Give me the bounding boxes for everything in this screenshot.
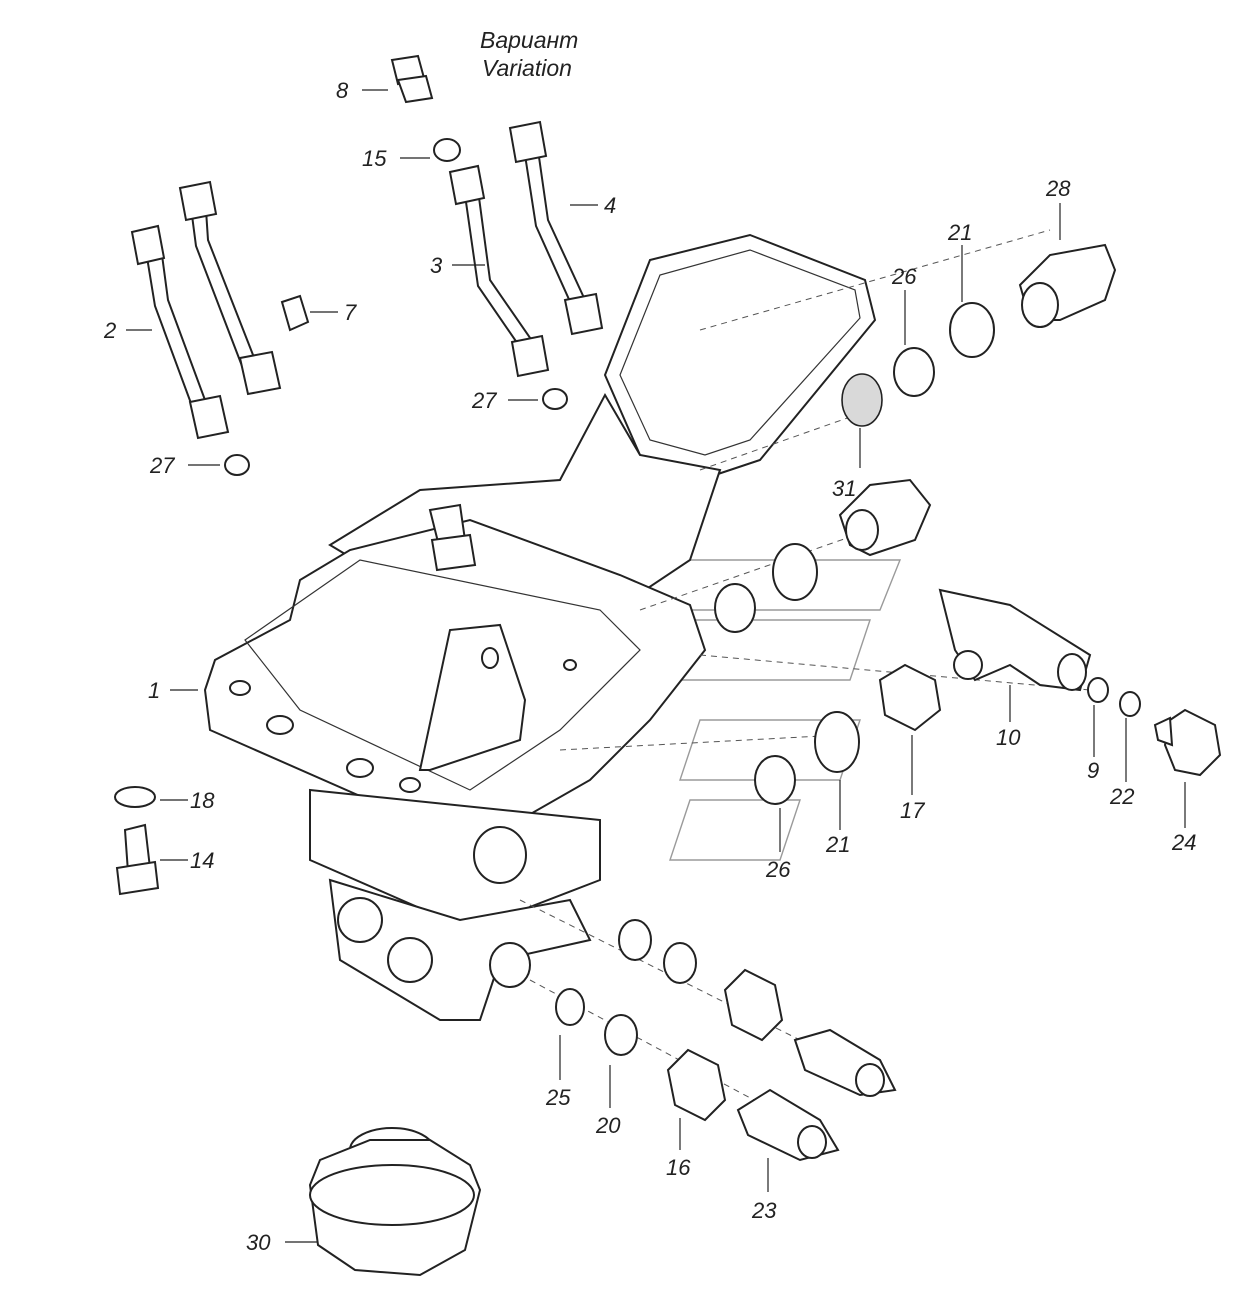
callout-14: 14 [190,848,214,873]
callout-28: 28 [1045,176,1071,201]
callout-20: 20 [595,1113,621,1138]
part-26-washer-a [893,347,935,397]
part-21-washer-b [814,711,860,773]
callout-17: 17 [900,798,925,823]
callout-16: 16 [666,1155,691,1180]
callout-18: 18 [190,788,215,813]
part-2-pipes [130,180,282,440]
callout-22: 22 [1109,784,1134,809]
callout-4: 4 [604,193,616,218]
part-26-washer-b [754,755,796,805]
nut-low [723,968,784,1042]
part-15-nut [433,138,461,162]
variant-label-en: Variation [482,55,572,81]
part-17-nut [878,663,942,732]
part-28-fitting [1018,243,1117,328]
callout-23: 23 [751,1198,777,1223]
callout-27-left: 27 [149,453,175,478]
washer-mid-a [772,543,818,601]
callout-27-right: 27 [471,388,497,413]
part-21-washer-a [949,302,995,358]
part-18-washer [114,786,156,808]
callout-15: 15 [362,146,387,171]
callout-2: 2 [103,318,116,343]
part-9-washer [1087,677,1109,703]
callout-25: 25 [545,1085,571,1110]
part-10-tee [938,588,1092,692]
part-30-silencer [308,1127,482,1277]
callout-24: 24 [1171,830,1196,855]
part-23-fitting-a [793,1028,897,1097]
callout-30: 30 [246,1230,271,1255]
part-27-washer-a [224,454,250,476]
callout-7: 7 [344,300,357,325]
part-24-plug [1153,708,1222,777]
part-27-washer-b [542,388,568,410]
callout-1: 1 [148,678,160,703]
part-31-filter [841,373,883,427]
part-1-pedal-housing [203,233,877,1021]
callout-31: 31 [832,476,856,501]
callout-3: 3 [430,253,443,278]
part-7-bushing [280,294,310,332]
callout-labels: 1 2 3 4 7 8 9 10 14 15 16 17 18 20 21 21… [103,78,1196,1255]
part-23-fitting-b [736,1088,840,1162]
leader-lines [126,89,1186,1243]
part-22-washer [1119,691,1141,717]
variant-label-ru: Вариант [480,27,578,53]
callout-26-top: 26 [891,264,917,289]
washer-low-b [663,942,697,984]
washer-low-a [618,919,652,961]
part-25-washer [555,988,585,1026]
part-31-fitting [838,478,932,557]
variant-title: Вариант Variation [480,27,578,81]
washer-mid-b [714,583,756,633]
callout-8: 8 [336,78,349,103]
callout-9: 9 [1087,758,1099,783]
part-3-4-pipes [448,120,604,378]
part-20-washer [604,1014,638,1056]
callout-21-top: 21 [947,220,972,245]
callout-26-mid: 26 [765,857,791,882]
part-14-bolt [115,823,160,896]
part-16-nut [666,1048,727,1122]
part-8-fitting [390,54,434,104]
callout-10: 10 [996,725,1021,750]
callout-21-mid: 21 [825,832,850,857]
